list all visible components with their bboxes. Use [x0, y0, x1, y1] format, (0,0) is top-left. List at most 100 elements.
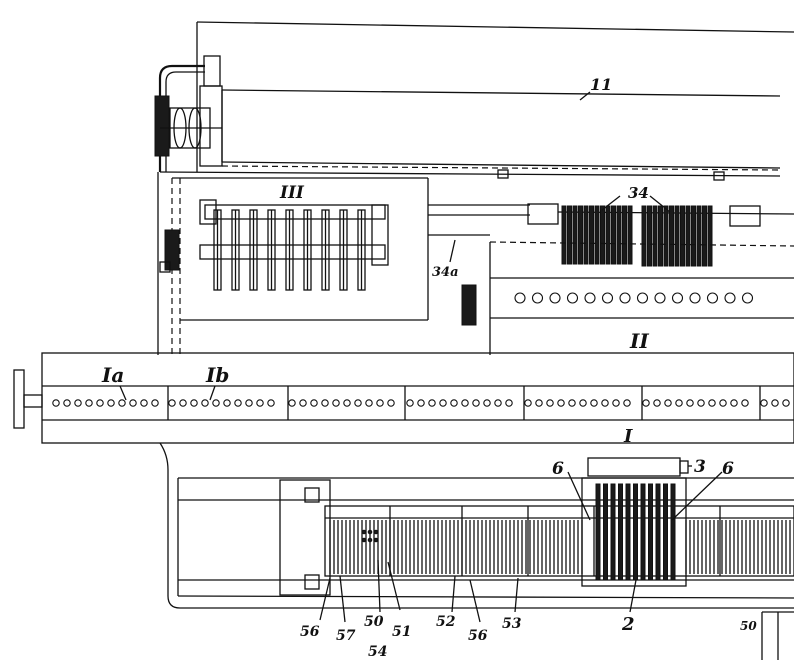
carriage-hole: [140, 399, 148, 407]
label-6-right: 6: [722, 459, 734, 479]
drum-fin: [702, 205, 707, 267]
carriage-hole: [439, 399, 447, 407]
panel-hole: [601, 292, 614, 304]
carriage-hole: [201, 399, 209, 407]
panel-hole: [654, 292, 666, 304]
carriage-hole: [343, 399, 351, 407]
panel-hole: [531, 292, 544, 304]
label-56-b: 56: [468, 628, 488, 644]
carriage-hole: [321, 399, 329, 407]
panel-hole: [549, 292, 561, 304]
label-50-right: 50: [740, 619, 757, 633]
carriage-hole: [310, 399, 318, 407]
lower-frame: [159, 442, 794, 609]
panel-hole: [584, 292, 596, 304]
carriage-hole: [234, 399, 242, 407]
drum-fin: [605, 205, 611, 265]
drum-fin: [594, 205, 600, 265]
carriage-hole: [686, 399, 694, 407]
label-52: 52: [436, 614, 456, 630]
label-roman-II: II: [629, 329, 649, 353]
drum-fin: [685, 205, 691, 267]
label-56-a: 56: [300, 624, 320, 640]
drum-fin: [583, 205, 589, 265]
carriage-hole: [623, 399, 631, 407]
carriage-hole: [107, 399, 115, 407]
drum-fin: [696, 205, 702, 267]
drum-fin: [669, 205, 674, 267]
carriage-hole: [590, 399, 598, 407]
counter-drums-34: [489, 203, 794, 355]
drum-fin: [680, 205, 685, 267]
drum-fin: [674, 205, 680, 267]
carriage-hole: [612, 399, 620, 407]
carriage-hole: [387, 399, 395, 407]
carriage-hole: [601, 399, 609, 407]
carriage-hole: [74, 399, 82, 407]
carriage-hole: [771, 399, 779, 407]
carriage-hole: [524, 399, 532, 407]
carriage-hole: [557, 399, 565, 407]
carriage-hole: [151, 399, 159, 407]
sorter-blade: [663, 483, 668, 581]
carriage-hole: [118, 399, 126, 407]
carriage-hole: [642, 399, 650, 407]
sorter-blade: [648, 483, 653, 581]
carriage-hole: [168, 399, 176, 407]
label-34: 34: [628, 184, 649, 202]
carriage-hole: [546, 399, 554, 407]
carriage-hole: [96, 399, 104, 407]
carriage-hole: [406, 399, 414, 407]
label-Ia: Ia: [101, 363, 124, 387]
slide-plate: [279, 479, 794, 596]
carriage-hole: [579, 399, 587, 407]
carriage-hole: [332, 399, 340, 407]
carriage-hole: [179, 399, 187, 407]
carriage-hole: [450, 399, 458, 407]
plate-dot: [367, 529, 373, 535]
carriage-hole: [376, 399, 384, 407]
carriage-hole: [212, 399, 220, 407]
drum-fin: [652, 205, 658, 267]
carriage-hole: [428, 399, 436, 407]
carriage-hole: [190, 399, 198, 407]
sorter-blade: [618, 483, 623, 581]
label-Ib: Ib: [205, 363, 229, 387]
carriage-hole: [568, 399, 576, 407]
label-2: 2: [621, 614, 635, 635]
label-roman-I: I: [623, 426, 633, 447]
drum-fin: [658, 205, 663, 267]
gear-stack-III: [159, 199, 389, 291]
carriage-hole: [675, 399, 683, 407]
sorter-blade: [603, 483, 608, 581]
carriage-hole: [719, 399, 727, 407]
carriage-hole: [267, 399, 275, 407]
mechanism-III-housing: [157, 172, 530, 355]
panel-hole: [566, 292, 579, 304]
drum-fin: [691, 205, 696, 267]
carriage-hole: [472, 399, 480, 407]
carriage-hole: [664, 399, 672, 407]
carriage-hole: [653, 399, 661, 407]
label-roman-III: III: [279, 183, 305, 203]
drum-fin: [611, 205, 616, 265]
drum-axle-mechanism: [154, 55, 223, 172]
plate-dot: [367, 537, 373, 543]
label-57: 57: [336, 628, 356, 644]
panel-hole: [671, 292, 684, 304]
drum-fin: [561, 205, 567, 265]
carriage-hole: [365, 399, 373, 407]
sorter-blade: [670, 483, 676, 581]
carriage-hole: [483, 399, 491, 407]
carriage-hole: [52, 399, 60, 407]
drum-fin: [707, 205, 713, 267]
carriage-hole: [223, 399, 231, 407]
sorter-blade: [625, 483, 631, 581]
label-51: 51: [392, 624, 411, 640]
label-54: 54: [368, 644, 387, 660]
carriage-hole: [461, 399, 469, 407]
drum-fin: [627, 205, 633, 265]
drum-fin: [567, 205, 572, 265]
carriage-I: [13, 352, 794, 444]
